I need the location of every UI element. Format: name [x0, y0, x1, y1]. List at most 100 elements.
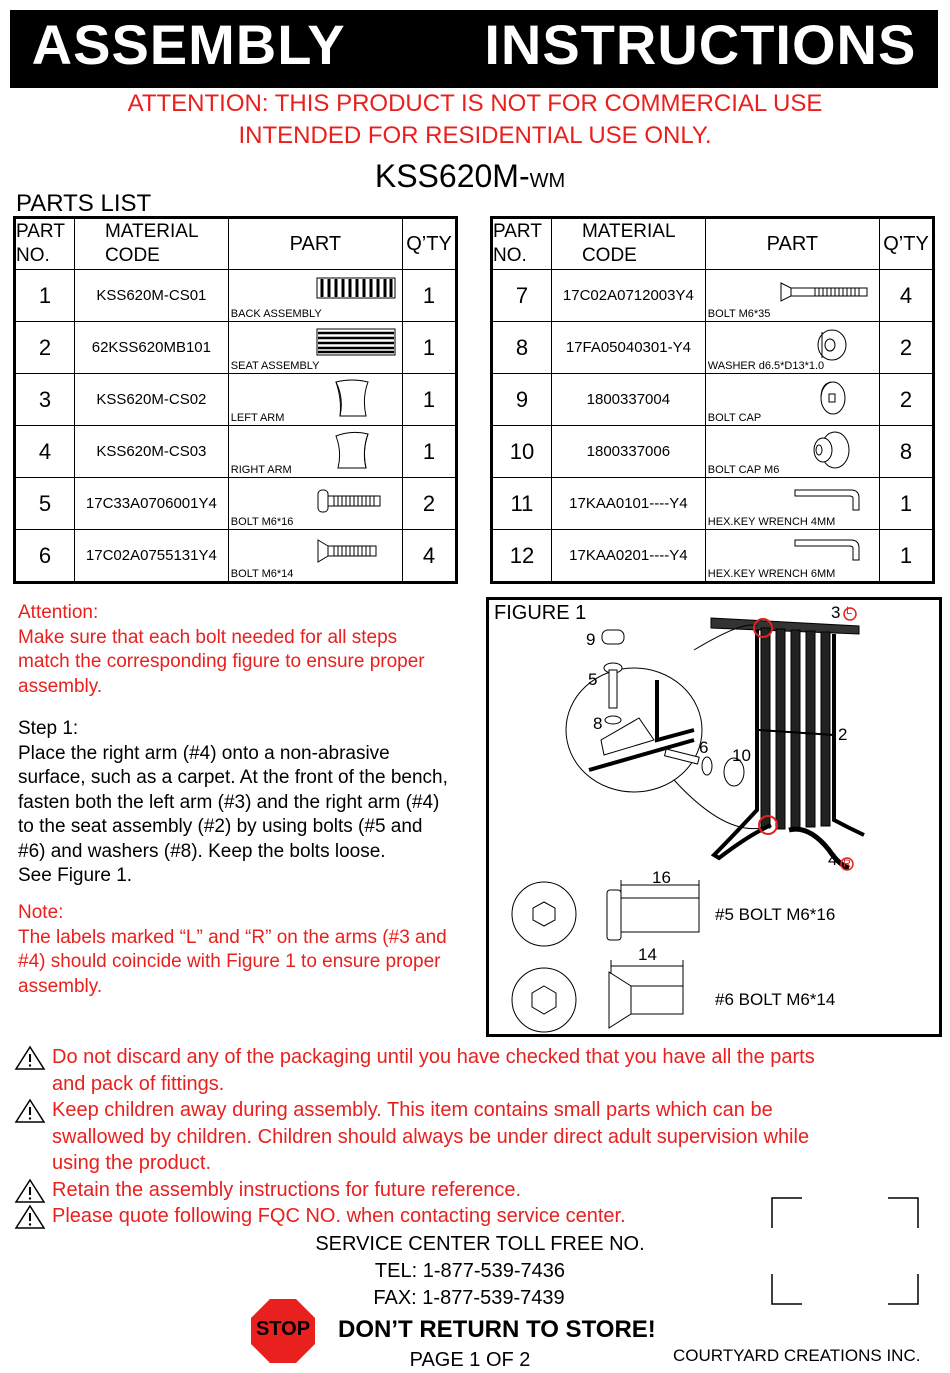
note-line: assembly.	[18, 975, 103, 997]
stop-sign-icon: STOP	[250, 1298, 316, 1364]
service-fax: FAX: 1-877-539-7439	[373, 1287, 565, 1309]
bolt-6-dimension: 14	[638, 945, 657, 964]
part-no: 3	[14, 373, 75, 426]
warning-icon	[14, 1178, 46, 1203]
note-block: Note: The labels marked “L” and “R” on t…	[18, 901, 488, 999]
qty: 2	[879, 373, 934, 426]
callout-2: 2	[838, 725, 848, 744]
part-no: 9	[491, 373, 552, 426]
page-number: PAGE 1 OF 2	[409, 1349, 531, 1371]
warning-item: Retain the assembly instructions for fut…	[14, 1177, 934, 1204]
part-no: 1	[14, 269, 75, 322]
table-row: 2 62KSS620MB101 SEAT ASSEMBLY 1	[14, 321, 457, 374]
note-line: The labels marked “L” and “R” on the arm…	[18, 926, 447, 948]
warning-line: Retain the assembly instructions for fut…	[52, 1178, 522, 1201]
qty: 1	[879, 477, 934, 530]
part-cell: SEAT ASSEMBLY	[227, 321, 404, 374]
step-line: surface, such as a carpet. At the front …	[18, 767, 448, 788]
warning-line: swallowed by children. Children should a…	[52, 1125, 810, 1148]
qty: 4	[879, 269, 934, 322]
material-code: 17C33A0706001Y4	[73, 477, 229, 530]
part-label: BOLT M6*14	[230, 568, 294, 580]
part-label: BOLT M6*35	[707, 308, 771, 320]
hex-key-icon	[794, 489, 860, 511]
qty: 2	[402, 477, 457, 530]
part-cell: RIGHT ARM	[227, 425, 404, 478]
right-arm-icon	[335, 431, 369, 469]
warning-list: Do not discard any of the packaging unti…	[14, 1044, 934, 1230]
warning-line: using the product.	[52, 1152, 211, 1174]
bolt-cap-m6-icon	[813, 431, 850, 469]
col-qty: Q’TY	[402, 217, 457, 270]
attention-block: Attention: Make sure that each bolt need…	[18, 601, 483, 699]
part-label: SEAT ASSEMBLY	[230, 360, 320, 372]
part-no: 6	[14, 529, 75, 583]
warning-line: and pack of fittings.	[52, 1072, 225, 1095]
table-row: 3 KSS620M-CS02 LEFT ARM 1	[14, 373, 457, 426]
service-center-title: SERVICE CENTER TOLL FREE NO.	[315, 1233, 645, 1255]
step-line: to the seat assembly (#2) by using bolts…	[18, 816, 423, 837]
bolt-icon	[317, 489, 381, 513]
qty: 1	[402, 269, 457, 322]
step-title: Step 1:	[18, 718, 79, 739]
material-code: 17FA05040301-Y4	[550, 321, 706, 374]
part-no: 12	[491, 529, 552, 583]
step-line: Place the right arm (#4) onto a non-abra…	[18, 742, 390, 764]
part-no: 10	[491, 425, 552, 478]
parts-list-title: PARTS LIST	[16, 190, 152, 217]
qty: 1	[402, 425, 457, 478]
note-title: Note:	[18, 902, 64, 923]
page-title: ASSEMBLY INSTRUCTIONS	[31, 13, 917, 76]
step-line: fasten both the left arm (#3) and the ri…	[18, 791, 440, 813]
qty: 1	[879, 529, 934, 583]
table-row: 9 1800337004 BOLT CAP 2	[491, 373, 934, 426]
material-code: 62KSS620MB101	[73, 321, 229, 374]
part-no: 8	[491, 321, 552, 374]
seat-assembly-icon	[316, 328, 396, 356]
figure-1: FIGURE 1	[486, 597, 942, 1037]
qty: 4	[402, 529, 457, 583]
fqc-number-box	[771, 1197, 919, 1305]
part-label: WASHER d6.5*D13*1.0	[707, 360, 825, 372]
stop-sign-text: STOP	[255, 1318, 311, 1340]
part-label: BOLT CAP	[707, 412, 762, 424]
material-code: 17C02A0755131Y4	[73, 529, 229, 583]
warning-line: Please quote following FQC NO. when cont…	[52, 1205, 626, 1227]
warning-icon	[14, 1204, 46, 1229]
bolt-cap-icon	[820, 381, 846, 415]
material-code: 17KAA0201----Y4	[550, 529, 706, 583]
part-cell: BOLT M6*16	[227, 477, 404, 530]
hex-key-icon	[794, 539, 860, 561]
bolt-icon	[317, 539, 377, 563]
part-no: 2	[14, 321, 75, 374]
bolt-5-dimension: 16	[652, 868, 671, 887]
model-suffix: WM	[529, 170, 566, 192]
part-cell: LEFT ARM	[227, 373, 404, 426]
material-code: 1800337006	[550, 425, 706, 478]
part-no: 11	[491, 477, 552, 530]
col-part: PART	[227, 217, 404, 270]
table-row: 1 KSS620M-CS01 BACK ASSEMBLY 1	[14, 269, 457, 322]
warning-line: Do not discard any of the packaging unti…	[52, 1046, 815, 1068]
part-cell: HEX.KEY WRENCH 4MM	[704, 477, 881, 530]
part-label: HEX.KEY WRENCH 4MM	[707, 516, 836, 528]
dont-return-notice: DON’T RETURN TO STORE!	[338, 1316, 656, 1343]
callout-5: 5	[588, 670, 598, 689]
material-code: KSS620M-CS01	[73, 269, 229, 322]
table-row: 6 17C02A0755131Y4 BOLT M6*14 4	[14, 529, 457, 583]
qty: 2	[879, 321, 934, 374]
table-row: 12 17KAA0201----Y4 HEX.KEY WRENCH 6MM 1	[491, 529, 934, 583]
part-label: BOLT CAP M6	[707, 464, 780, 476]
warning-item: Do not discard any of the packaging unti…	[14, 1044, 934, 1097]
table-row: 7 17C02A0712003Y4 BOLT M6*35 4	[491, 269, 934, 322]
callout-9: 9	[586, 630, 596, 649]
step-line: See Figure 1.	[18, 865, 133, 886]
part-label: LEFT ARM	[230, 412, 285, 424]
warning-item: Please quote following FQC NO. when cont…	[14, 1203, 934, 1230]
model-number: KSS620M-WM	[0, 158, 940, 195]
page-title-banner: ASSEMBLY INSTRUCTIONS	[10, 10, 938, 88]
